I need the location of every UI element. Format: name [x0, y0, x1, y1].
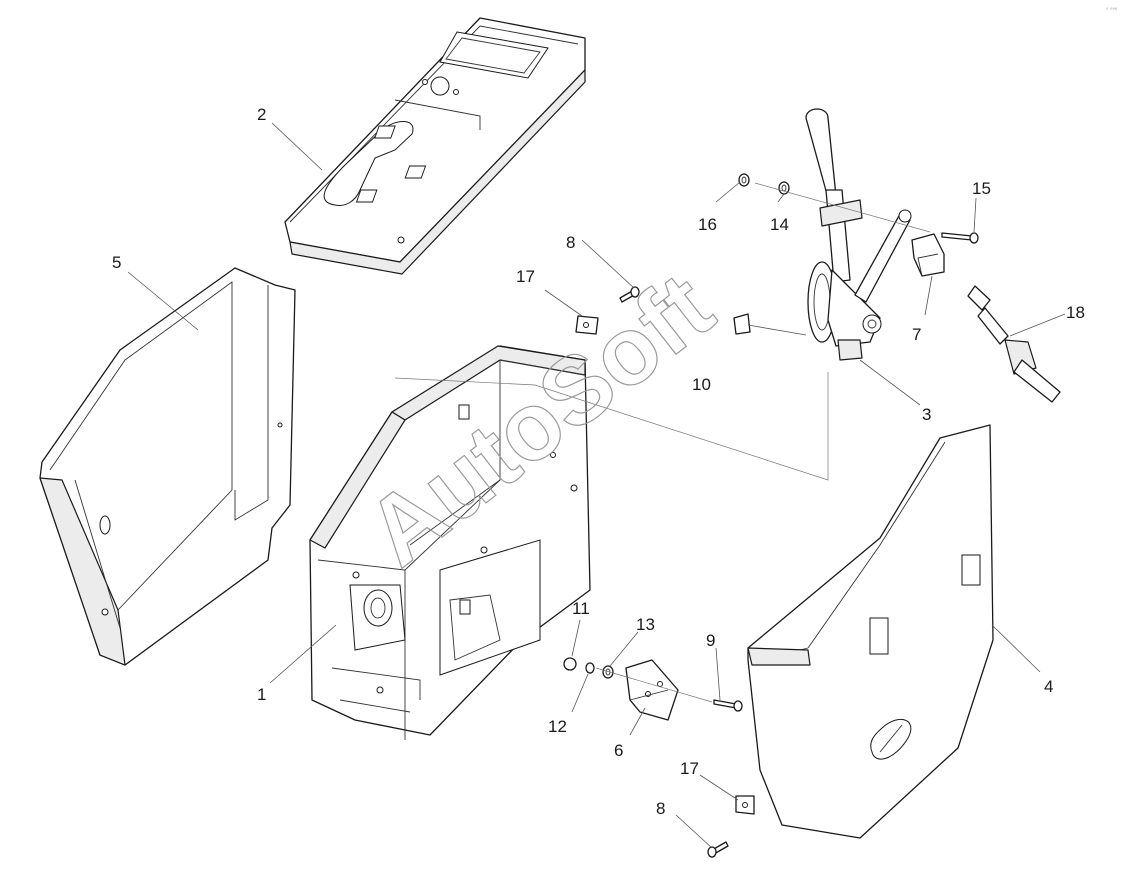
callout-label-16: 16	[698, 215, 717, 234]
part-13-washer	[602, 665, 614, 679]
callout-label-17-upper: 17	[516, 267, 535, 286]
part-14-washer	[778, 181, 790, 195]
part-8-screw-lower	[707, 841, 729, 858]
part-5-left-side-panel	[39, 267, 296, 666]
part-17-nut-plate-upper	[575, 315, 599, 335]
callout-label-8-upper: 8	[566, 233, 575, 252]
callout-label-13: 13	[636, 615, 655, 634]
callout-label-17-lower: 17	[680, 759, 699, 778]
callout-label-3: 3	[922, 405, 931, 424]
part-11-nut	[563, 657, 577, 671]
assembly-guide-lines	[394, 182, 931, 703]
callout-label-5: 5	[112, 253, 121, 272]
callout-label-11: 11	[572, 599, 590, 618]
callout-label-9: 9	[706, 631, 715, 650]
callout-label-6: 6	[614, 741, 623, 760]
callout-label-7: 7	[912, 325, 921, 344]
callout-label-4: 4	[1044, 677, 1053, 696]
part-4-right-side-panel	[747, 424, 1041, 839]
part-17-nut-plate-lower	[735, 795, 755, 815]
part-8-screw-upper	[619, 286, 640, 303]
part-1-frame-box	[309, 345, 591, 740]
callout-label-18: 18	[1066, 303, 1085, 322]
callout-labels: 2 5 1 3 4 7 8 17 7 10 16 14 15 18 11 13 …	[112, 105, 1085, 818]
corner-mark: ° °°°	[1106, 8, 1118, 14]
leader-lines	[269, 122, 1066, 849]
part-2-console-cover	[284, 17, 586, 275]
callout-label-15: 15	[972, 179, 991, 198]
part-15-pin	[941, 232, 979, 244]
callout-label-2: 2	[257, 105, 266, 124]
part-12-washer	[585, 662, 595, 674]
part-6-bracket	[625, 659, 679, 721]
part-9-screw	[713, 699, 743, 712]
callout-label-1: 1	[257, 685, 266, 704]
part-16-clip	[738, 173, 750, 187]
part-7-bracket	[911, 233, 945, 277]
part-3-gear-lever-assembly	[733, 108, 912, 361]
part-18-cable	[967, 285, 1061, 403]
callout-label-14: 14	[770, 215, 789, 234]
callout-label-8-lower: 8	[656, 799, 665, 818]
callout-label-10-visible: 10	[692, 375, 711, 394]
callout-label-12: 12	[548, 717, 567, 736]
